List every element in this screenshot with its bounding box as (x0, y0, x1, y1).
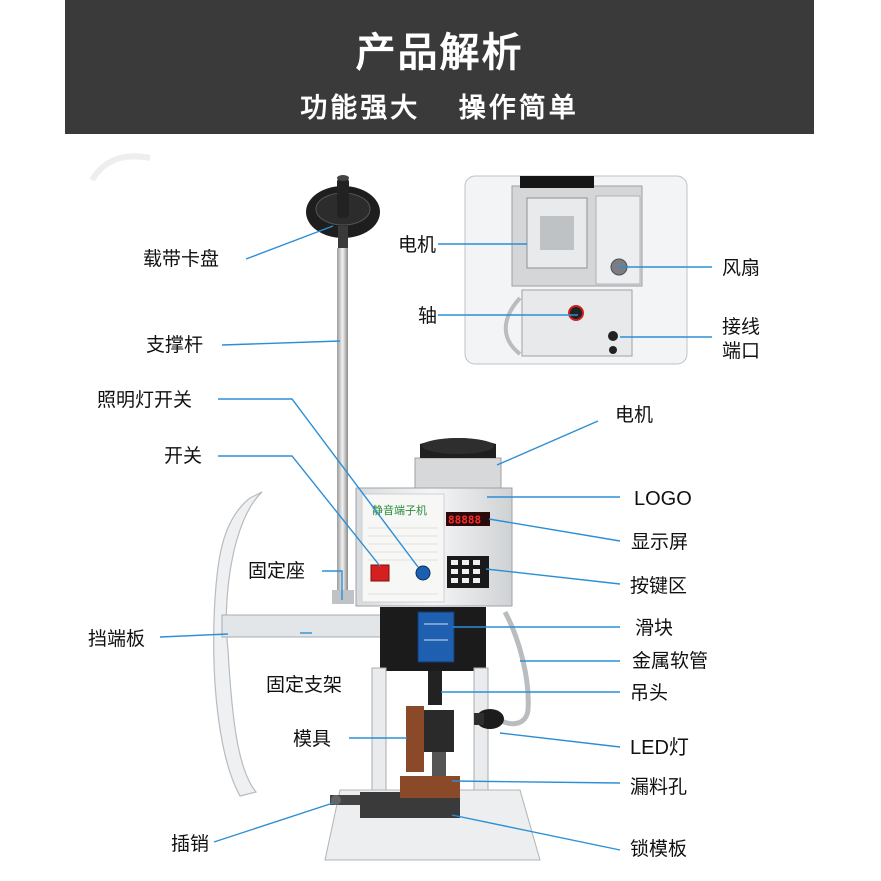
label-light-switch: 照明灯开关 (97, 389, 193, 411)
label-keypad: 按键区 (630, 575, 688, 597)
label-lock-plate: 锁模板 (630, 838, 688, 860)
label-slider: 滑块 (635, 617, 674, 639)
label-power-switch: 开关 (164, 445, 203, 467)
inset-photo-rear (464, 175, 688, 365)
led-lamp (474, 709, 504, 729)
support-rod (337, 248, 348, 596)
display-reading: 88888 (448, 514, 481, 527)
label-fixed-seat: 固定座 (248, 560, 306, 582)
power-switch (370, 564, 390, 582)
label-display: 显示屏 (631, 531, 689, 553)
header-banner: 产品解析 功能强大 操作简单 (65, 0, 814, 134)
reel-disc (306, 175, 380, 248)
hanger (428, 671, 442, 705)
label-inset-motor: 电机 (398, 234, 437, 256)
fixed-seat (332, 590, 354, 604)
light-switch (415, 565, 431, 581)
label-pin: 插销 (171, 833, 210, 855)
metal-hose (498, 610, 531, 727)
mold (406, 706, 454, 776)
panel-name: 静音端子机 (372, 503, 427, 517)
frame-right-column (473, 667, 489, 793)
decorative-curve (89, 153, 151, 182)
display-screen (446, 512, 490, 526)
frame-left-column (371, 667, 387, 793)
label-inset-wiring-port: 接线端口 (722, 316, 761, 362)
label-end-stop-plate: 挡端板 (88, 628, 146, 650)
label-fixed-bracket: 固定支架 (266, 674, 343, 696)
banner-title: 产品解析 (355, 30, 524, 76)
top-motor (414, 438, 502, 493)
pin-handle (330, 795, 360, 805)
label-led-light: LED灯 (630, 737, 689, 759)
label-hanger: 吊头 (630, 682, 669, 704)
leader-lines (159, 225, 712, 851)
label-logo: LOGO (634, 488, 692, 510)
end-stop-plate (213, 491, 263, 797)
die-block (400, 776, 460, 798)
label-leak-hole: 漏料孔 (630, 776, 688, 798)
label-metal-hose: 金属软管 (632, 650, 709, 672)
label-reel: 载带卡盘 (143, 248, 220, 270)
label-inset-shaft: 轴 (418, 305, 438, 327)
pin-knob (331, 795, 341, 805)
label-mold: 模具 (293, 728, 332, 750)
slider-label (417, 611, 455, 663)
banner-subtitle: 功能强大 操作简单 (300, 93, 579, 124)
label-motor: 电机 (615, 404, 654, 426)
label-support-rod: 支撑杆 (146, 334, 204, 356)
label-inset-fan: 风扇 (722, 257, 761, 279)
